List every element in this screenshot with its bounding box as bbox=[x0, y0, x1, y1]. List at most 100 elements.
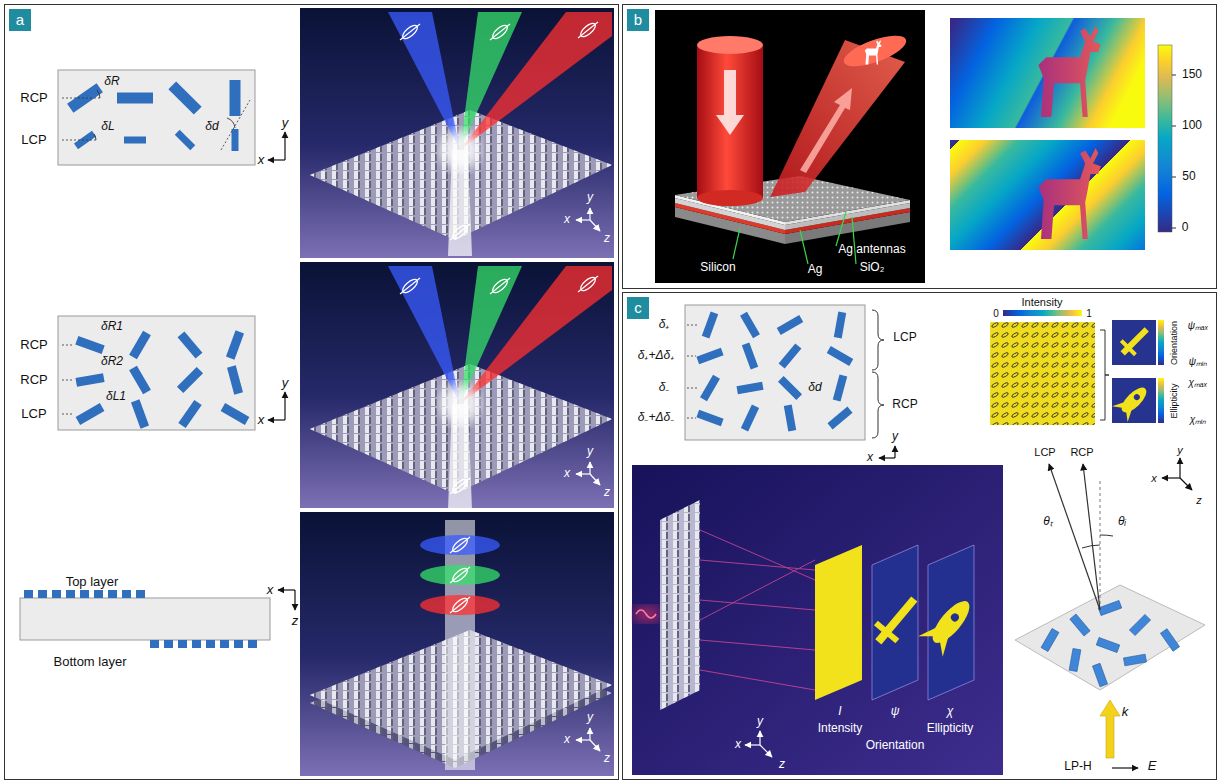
figure-label: 1 bbox=[1086, 308, 1092, 319]
transmission-setup bbox=[1112, 767, 1138, 768]
figure-label: LCP bbox=[893, 331, 916, 344]
polarization-map bbox=[1133, 393, 1141, 401]
figure-label: LCP bbox=[21, 133, 46, 147]
unit-cell-schematic bbox=[879, 446, 895, 458]
unit-cell-schematic bbox=[742, 342, 758, 369]
panel-letter: a bbox=[16, 12, 24, 29]
bilayer-schematic bbox=[24, 590, 257, 648]
unit-cell-schematic bbox=[226, 330, 244, 359]
figure-label: ψₘₐₓ bbox=[1188, 320, 1209, 331]
metasurface-illustration bbox=[445, 520, 475, 770]
unit-cell-schematic bbox=[129, 331, 151, 360]
figure-label: θₜ bbox=[1043, 515, 1053, 528]
vectorial-hologram-setup bbox=[933, 634, 955, 657]
transmission-setup bbox=[1100, 535, 1113, 536]
figure-label: δ₋ bbox=[659, 381, 670, 394]
polarization-map bbox=[1120, 339, 1137, 356]
bilayer-schematic bbox=[20, 598, 270, 640]
figure-label: z bbox=[1196, 494, 1202, 506]
axis-arrows bbox=[576, 208, 600, 751]
panel-label: b bbox=[627, 9, 649, 31]
unit-cell-schematic bbox=[687, 356, 696, 357]
unit-cell-schematic bbox=[872, 310, 884, 438]
unit-cell-schematic bbox=[227, 365, 243, 394]
color-bar bbox=[1172, 177, 1176, 178]
unit-cell-schematic bbox=[58, 316, 255, 430]
polarization-map bbox=[1112, 378, 1156, 423]
unit-cell-schematic bbox=[230, 80, 241, 116]
transmission-setup bbox=[1179, 458, 1180, 478]
metasurface-illustration bbox=[300, 262, 614, 510]
vectorial-hologram-setup bbox=[700, 600, 815, 610]
bilayer-schematic bbox=[94, 590, 103, 598]
unit-cell-schematic bbox=[685, 305, 865, 440]
figure-label: LP-H bbox=[1064, 760, 1091, 773]
unit-cell-schematic bbox=[778, 376, 802, 400]
metasurface-illustration bbox=[388, 12, 612, 256]
figure-label: I bbox=[838, 705, 841, 718]
unit-cell-schematic bbox=[62, 380, 74, 381]
figure-label: y bbox=[757, 715, 763, 728]
vectorial-hologram-setup bbox=[632, 465, 1003, 775]
polarization-map bbox=[1158, 378, 1164, 423]
unit-cell-schematic bbox=[129, 366, 151, 395]
unit-cell-schematic bbox=[737, 382, 764, 394]
unit-cell-schematic bbox=[62, 345, 74, 346]
figure-label: y bbox=[587, 191, 593, 204]
figure-label: δL1 bbox=[106, 390, 126, 403]
figure-label: Bottom layer bbox=[54, 655, 127, 669]
figure-label: z bbox=[604, 752, 610, 765]
transmission-setup bbox=[1069, 648, 1081, 671]
vectorial-hologram-setup bbox=[634, 606, 660, 622]
figure-label: x bbox=[258, 153, 265, 167]
unit-cell-schematic bbox=[696, 311, 853, 431]
transmission-setup bbox=[1162, 458, 1192, 490]
bilayer-schematic bbox=[66, 590, 75, 598]
figure-label: Ellipticity bbox=[927, 722, 974, 735]
panel-frame bbox=[5, 5, 619, 780]
hologram-setup bbox=[800, 230, 808, 264]
vectorial-hologram-setup bbox=[918, 621, 940, 644]
vectorial-hologram-setup bbox=[632, 465, 1003, 775]
transmission-setup bbox=[1015, 585, 1205, 690]
vectorial-hologram-setup bbox=[700, 670, 815, 690]
axis-arrows bbox=[294, 590, 295, 610]
unit-cell-schematic bbox=[94, 134, 96, 140]
bilayer-schematic bbox=[20, 590, 270, 648]
unit-cell-schematic bbox=[741, 405, 759, 432]
figure-label: x bbox=[735, 738, 741, 751]
polarization-map bbox=[1100, 330, 1109, 420]
metasurface-illustration bbox=[300, 512, 614, 776]
hologram-setup bbox=[697, 190, 763, 206]
polarization-map bbox=[1112, 320, 1156, 365]
unit-cell-schematic bbox=[894, 446, 895, 458]
hologram-setup bbox=[697, 36, 763, 54]
polarization-map bbox=[1112, 381, 1153, 422]
hologram-setup bbox=[716, 70, 744, 135]
figure-label: E bbox=[1148, 759, 1157, 773]
hologram-image bbox=[950, 18, 1145, 128]
figure-label: χₘₐₓ bbox=[1189, 377, 1208, 388]
unit-cell-schematic bbox=[827, 407, 852, 430]
vectorial-hologram-setup bbox=[868, 590, 925, 651]
transmission-setup bbox=[1070, 614, 1090, 636]
hologram-setup bbox=[655, 10, 925, 283]
unit-cell-schematic bbox=[227, 118, 235, 128]
vectorial-hologram-setup bbox=[700, 640, 815, 650]
unit-cell-schematic bbox=[58, 70, 255, 165]
figure-label: z bbox=[779, 758, 785, 771]
axis-arrows bbox=[576, 473, 590, 474]
transmission-setup bbox=[1180, 478, 1192, 490]
panel-frame bbox=[623, 5, 1217, 289]
transmission-setup bbox=[1123, 654, 1146, 666]
polarization-map bbox=[1122, 408, 1136, 422]
figure-label: δ₊ bbox=[659, 318, 670, 331]
figure-label: ψₘᵢₙ bbox=[1189, 356, 1208, 367]
unit-cell-schematic bbox=[178, 400, 201, 428]
axis-arrows bbox=[590, 474, 600, 485]
transmission-setup bbox=[1041, 600, 1180, 686]
bilayer-schematic bbox=[24, 590, 33, 598]
figure-label: Top layer bbox=[66, 575, 119, 589]
metasurface-illustration bbox=[300, 8, 614, 258]
